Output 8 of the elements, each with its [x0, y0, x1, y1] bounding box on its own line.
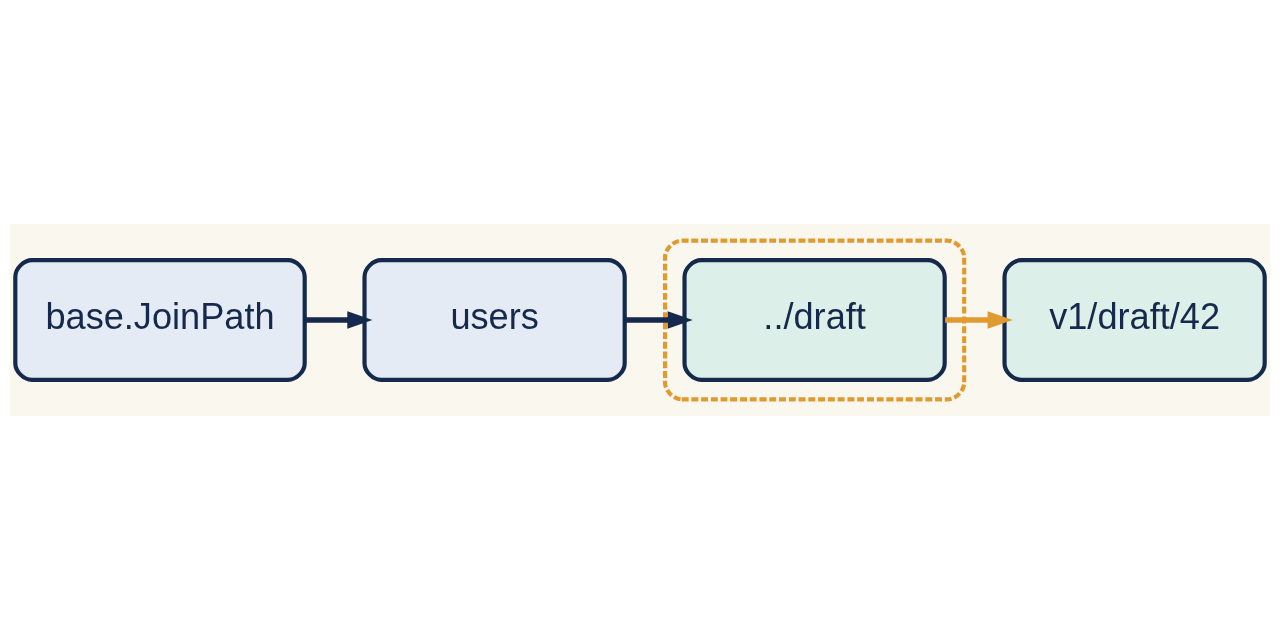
node-box: ../draft: [682, 258, 947, 382]
arrow: [305, 311, 373, 329]
node-box: v1/draft/42: [1002, 258, 1267, 382]
cluster: [662, 238, 967, 402]
node-box: base.JoinPath: [13, 258, 307, 382]
arrow: [625, 311, 693, 329]
arrow: [945, 311, 1013, 329]
node-box: users: [362, 258, 627, 382]
